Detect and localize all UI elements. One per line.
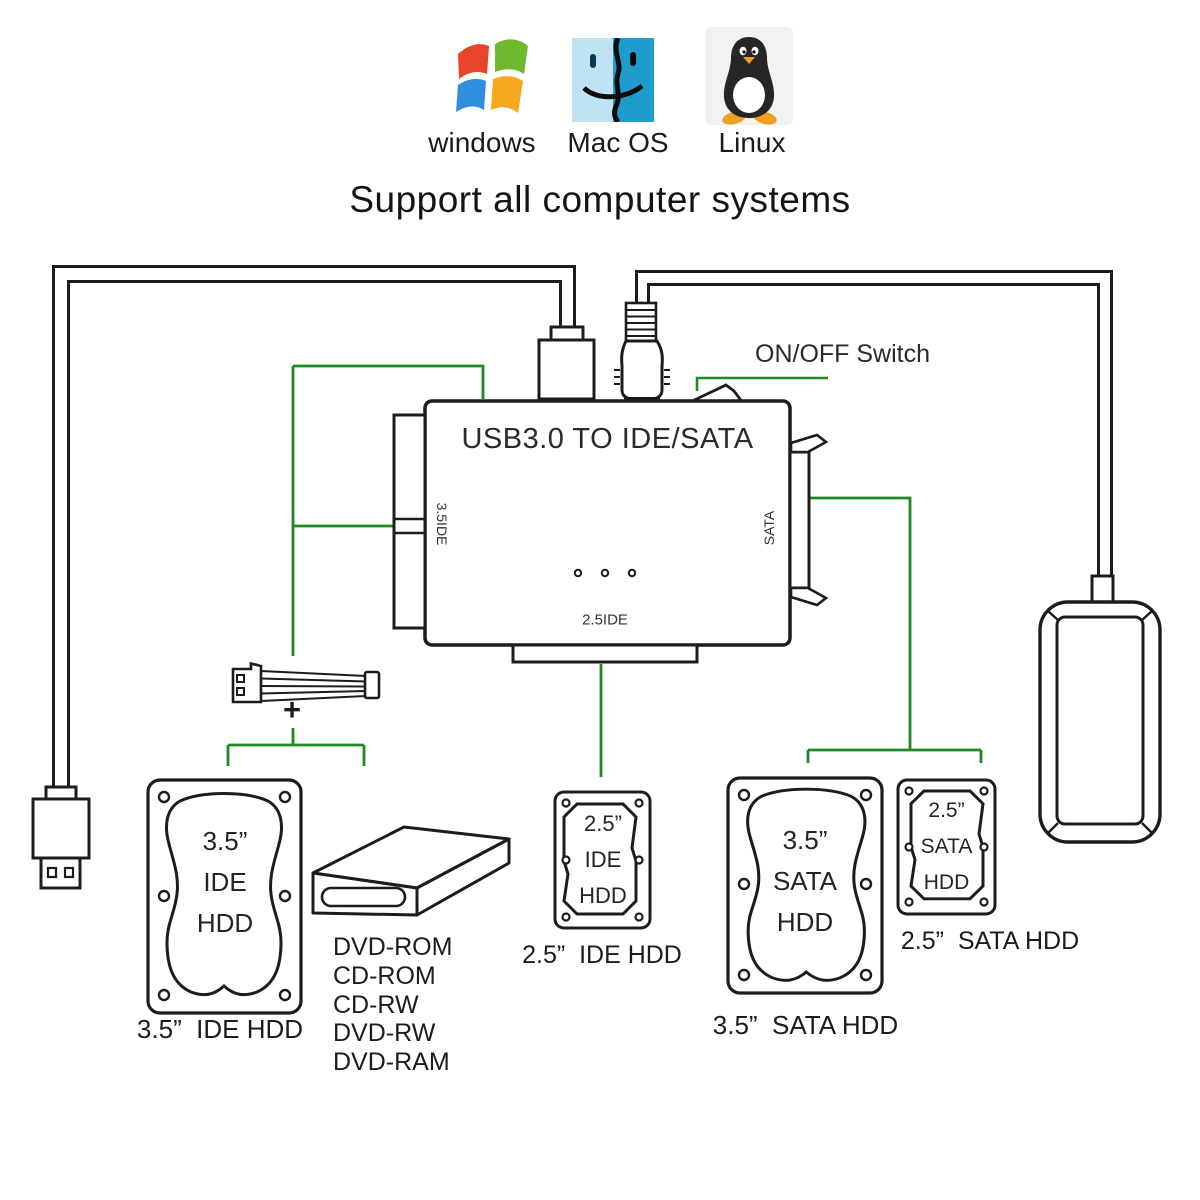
optical-type: DVD-RAM [333,1048,450,1077]
port-label-3-5ide: 3.5IDE [434,502,450,546]
drive-kind-label: HDD [776,907,834,937]
usb-cable [52,265,576,788]
hdd-2-5-ide-text: 2.5” IDE HDD [556,806,650,914]
port-label-2-5ide: 2.5IDE [582,611,628,629]
caption-hdd-2-5-sata: 2.5” SATA HDD [900,927,1080,955]
drive-type-label: SATA [772,866,838,896]
optical-type: CD-ROM [333,961,436,990]
optical-drive [311,825,511,917]
wire-3-5ide-power [226,364,485,766]
switch-label: ON/OFF Switch [755,340,931,368]
molex-power-cable [231,661,381,704]
caption-hdd-2-5-ide: 2.5” IDE HDD [522,941,682,969]
drive-size-label: 2.5” [928,799,965,822]
drive-kind-label: HDD [579,883,627,908]
optical-drive-types: DVD-ROM CD-ROM CD-RW DVD-RW DVD-RAM [333,933,452,1077]
led-indicators [573,568,637,578]
drive-kind-label: HDD [923,871,970,894]
usb-plug [537,325,596,401]
linux-logo-icon [705,27,793,125]
os-label-linux: Linux [718,127,786,158]
os-label-macos: Mac OS [567,127,669,158]
os-label-windows: windows [428,127,536,158]
hdd-2-5-ide [553,790,652,930]
macos-logo-icon [572,38,654,122]
optical-type: DVD-RW [333,1019,436,1048]
power-cable [635,270,1113,578]
dc-power-plug [614,301,670,405]
switch-pointer-line [695,376,828,391]
power-adapter [1038,574,1162,844]
wire-sata [806,496,983,763]
hdd-2-5-sata-text: 2.5” SATA HDD [899,793,994,901]
port-sata [788,433,829,607]
page-title: Support all computer systems [349,179,851,220]
windows-logo-icon [456,39,528,113]
hdd-3-5-ide-text: 3.5” IDE HDD [150,821,300,944]
port-3-5ide [392,413,427,630]
hdd-3-5-ide [146,778,303,1015]
drive-size-label: 2.5” [584,811,622,836]
hdd-3-5-sata-text: 3.5” SATA HDD [730,820,880,943]
plus-sign: + [282,692,302,727]
caption-hdd-3-5-sata: 3.5” SATA HDD [712,1010,899,1040]
drive-size-label: 3.5” [782,825,828,855]
hdd-3-5-sata [726,776,884,995]
port-label-sata: SATA [761,510,777,546]
drive-kind-label: HDD [196,908,254,938]
drive-type-label: SATA [920,835,973,858]
caption-hdd-3-5-ide: 3.5” IDE HDD [136,1014,304,1044]
adapter-title: USB3.0 TO IDE/SATA [461,423,754,455]
drive-size-label: 3.5” [202,826,248,856]
drive-type-label: IDE [584,847,622,872]
usb-a-connector [31,785,91,890]
port-2-5ide [511,643,699,664]
hdd-2-5-sata [896,778,997,916]
optical-type: CD-RW [333,990,419,1019]
drive-type-label: IDE [203,867,247,897]
optical-type: DVD-ROM [333,933,453,961]
